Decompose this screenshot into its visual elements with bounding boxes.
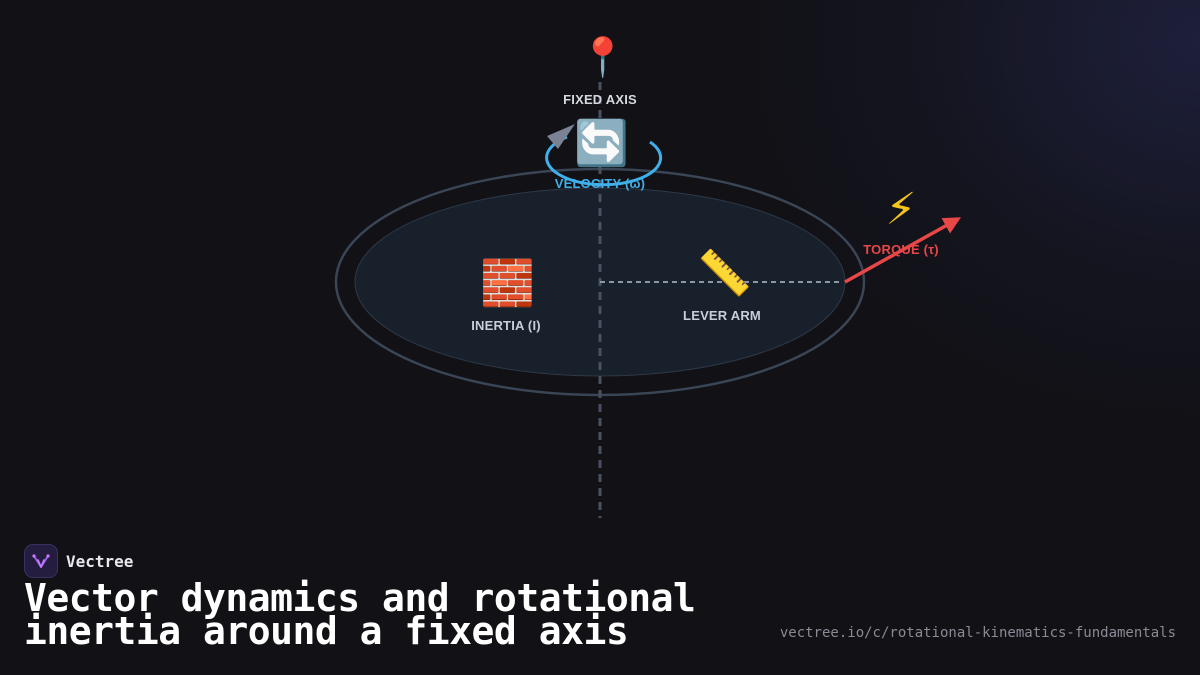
rotation-arrows-icon: 🔄	[574, 118, 629, 169]
page-title-line-1: Vector dynamics and rotational	[24, 576, 696, 620]
pin-icon: 📍	[579, 35, 627, 79]
brand: Vectree	[24, 544, 133, 578]
torque-vector	[844, 217, 962, 284]
brick-icon: 🧱	[480, 258, 535, 309]
course-url: vectree.io/c/rotational-kinematics-funda…	[779, 625, 1176, 641]
inertia-label: INERTIA (I)	[471, 318, 541, 333]
velocity-ring	[545, 135, 663, 187]
lever-arm-label: LEVER ARM	[683, 308, 761, 323]
page-title-line-2: inertia around a fixed axis	[24, 609, 629, 653]
lightning-icon: ⚡	[885, 184, 917, 235]
fixed-axis-label: FIXED AXIS	[563, 92, 637, 107]
vectree-logo-icon	[24, 544, 58, 578]
velocity-arrowhead	[547, 124, 575, 149]
page-title: Vector dynamics and rotational inertia a…	[24, 579, 784, 650]
torque-label: TORQUE (τ)	[863, 242, 939, 257]
ruler-icon: 📏	[697, 248, 752, 299]
brand-name: Vectree	[66, 551, 134, 571]
velocity-label: VELOCITY (ω)	[554, 176, 646, 191]
